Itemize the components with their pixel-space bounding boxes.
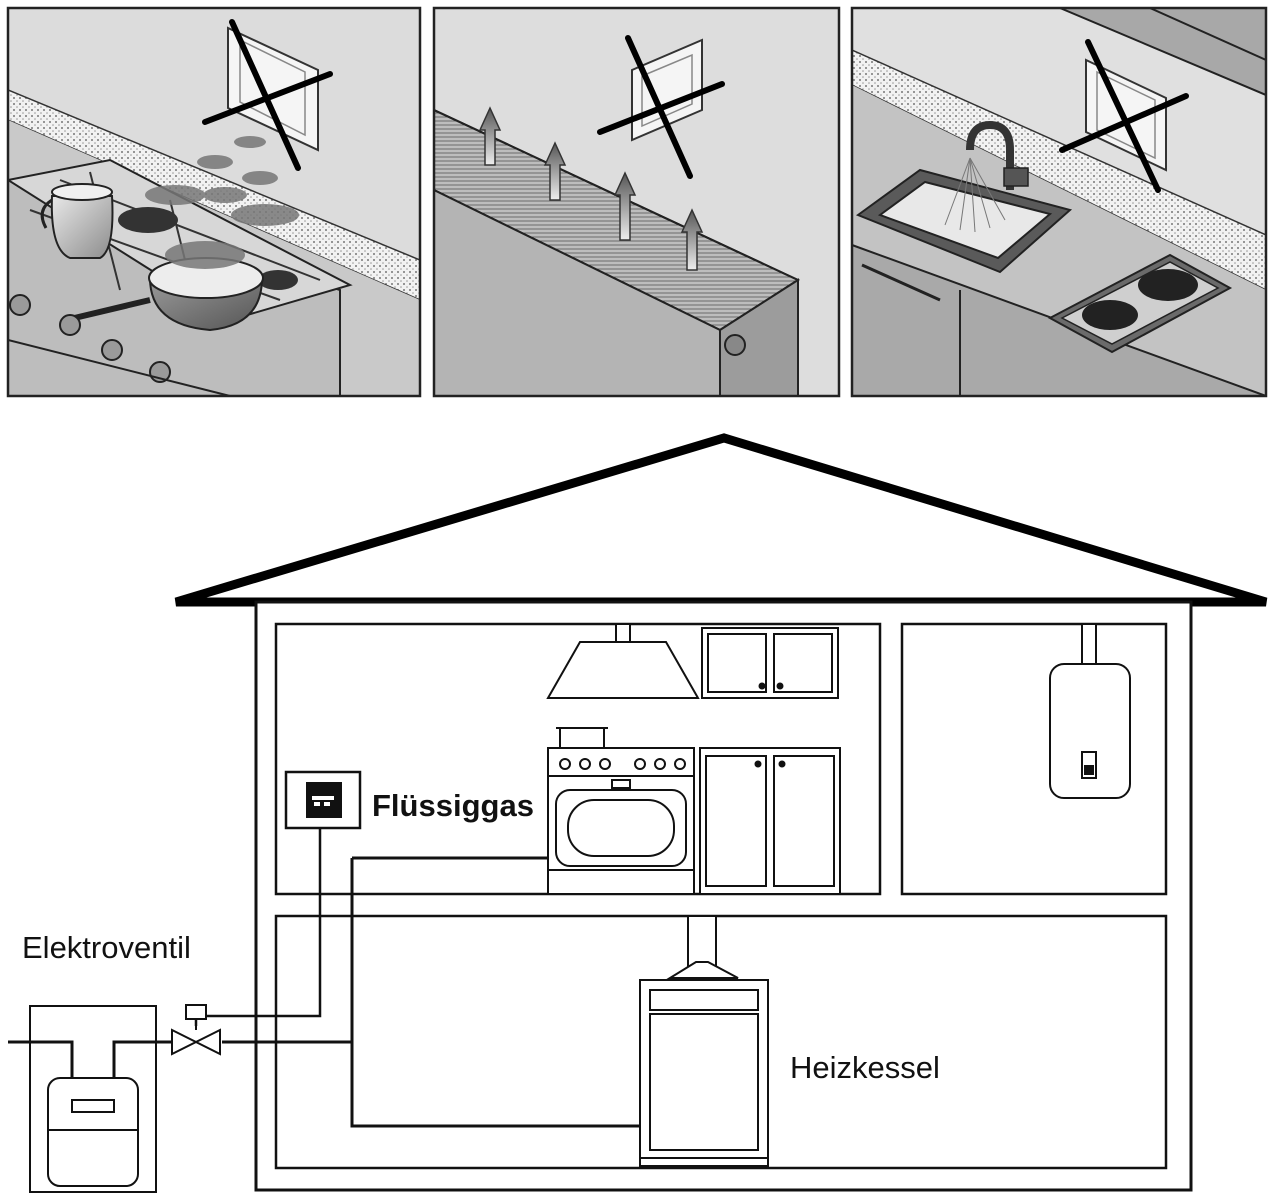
radiator-panel	[434, 8, 839, 396]
lower-cabinets	[699, 747, 841, 895]
valve-label: Elektroventil	[22, 930, 191, 965]
sink-panel	[852, 8, 1266, 396]
boiler	[639, 915, 769, 1167]
sink-panel-frame	[850, 6, 1268, 398]
water-heater	[1049, 623, 1131, 799]
stove-panel	[8, 8, 420, 396]
gas-pipes	[8, 828, 640, 1128]
radiator-panel-frame	[432, 6, 841, 398]
solenoid-valve	[171, 1004, 221, 1056]
boiler-label: Heizkessel	[790, 1050, 940, 1085]
gas-detector	[284, 770, 362, 830]
stove-panel-frame	[6, 6, 422, 398]
gas-meter	[29, 1005, 157, 1193]
cooker	[547, 727, 695, 895]
gas-detector-label: Flüssiggas	[372, 788, 534, 823]
upper-cabinets	[701, 627, 839, 699]
range-hood	[546, 623, 700, 699]
